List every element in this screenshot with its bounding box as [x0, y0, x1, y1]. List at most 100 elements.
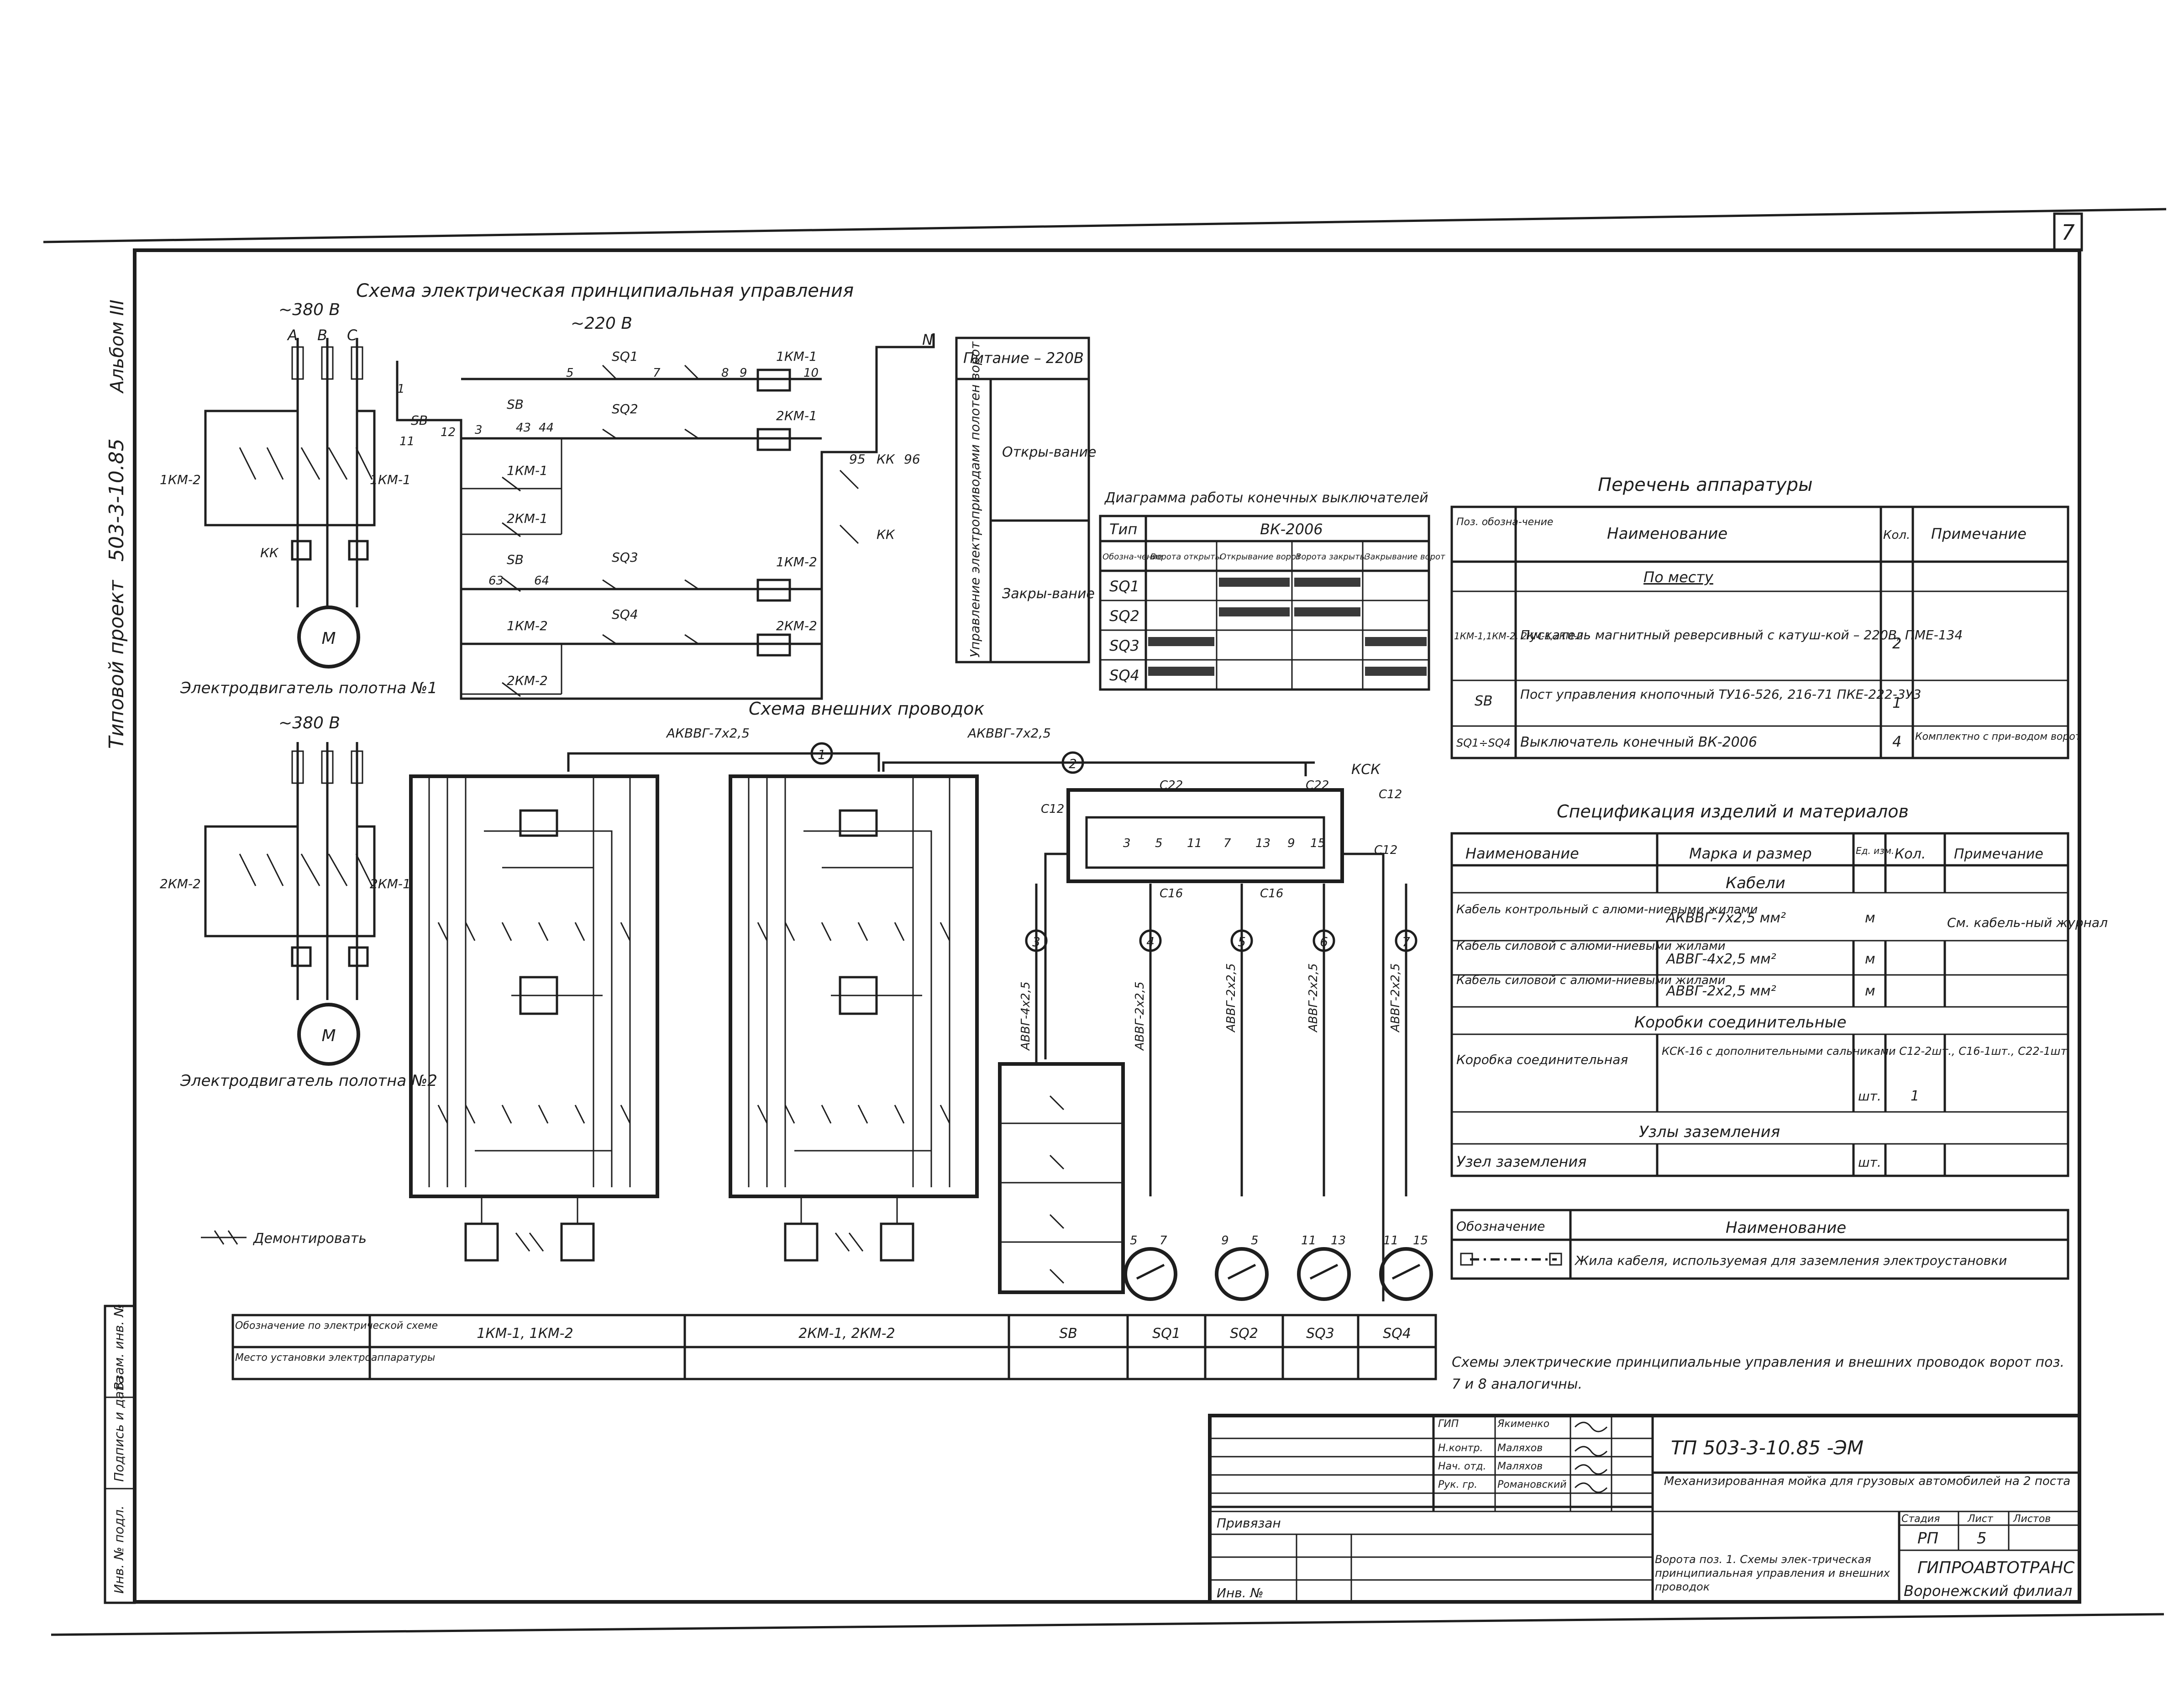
node-3: 3 [475, 423, 483, 437]
switch-row-sq4: SQ4 [1109, 667, 1139, 684]
thermal-relay-4-icon [348, 946, 369, 967]
spec-title: Спецификация изделий и материалов [1557, 801, 1909, 821]
switch-state-opening: Открывание ворот [1220, 552, 1301, 562]
box-terminal-5: 5 [1155, 837, 1163, 850]
element-kk-1: КК [877, 452, 895, 467]
install-col-sq2: SQ2 [1230, 1326, 1258, 1342]
cable-circle-7: 7 [1402, 934, 1410, 949]
node-1: 1 [397, 382, 405, 396]
spec-cable1-name: Кабель контрольный с алюми-ниевыми жилам… [1456, 903, 1758, 916]
side-project-label: Типовой проект [105, 579, 128, 749]
signer-role-3: Нач. отд. [1438, 1461, 1486, 1472]
strip-sign-label: Подпись и дата [111, 1376, 126, 1482]
element-sb-stop: SB [411, 413, 428, 428]
specification: Спецификация изделий и материалов Наимен… [1450, 801, 2108, 1177]
element-1km1-aux: 1КМ-1 [507, 463, 548, 478]
cable-circle-4-icon [1139, 929, 1162, 952]
switch-diagram: Диаграмма работы конечных выключателей Т… [1099, 490, 1445, 691]
cable-circle-1-icon [810, 742, 833, 765]
object-name: Механизированная мойка для грузовых авто… [1664, 1474, 2071, 1488]
spec-cable2-unit: м [1865, 951, 1875, 967]
contactor-2km1-label: 2КМ-1 [370, 876, 411, 891]
cable-circle-4: 4 [1146, 934, 1155, 949]
gland-c16-2: С16 [1260, 887, 1283, 900]
switch-bar-1-2 [1219, 578, 1290, 587]
equipment-row2-pos: SB [1475, 693, 1493, 709]
thermal-relay-label: КК [260, 545, 279, 560]
node-64: 64 [534, 574, 549, 588]
equipment-header-qty: Кол. [1883, 528, 1910, 542]
element-2km2-aux: 2КМ-2 [507, 673, 548, 688]
motor2-power-circuit: ~380 В 2КМ-2 2КМ-1 М Электродвигатель по… [160, 714, 437, 1090]
branch-name: Воронежский филиал [1904, 1582, 2072, 1600]
side-project-code: 503-3-10.85 [105, 438, 128, 562]
sheet-title-box: Ворота поз. 1. Схемы элек-трическая прин… [1655, 1553, 1890, 1593]
thermal-relay-1-icon [291, 540, 312, 561]
control-ladder: N 1 3 5 7 8 9 10 11 12 43 44 63 64 [396, 331, 935, 700]
legend-power: Питание – 220В [963, 349, 1084, 367]
cable-label-3: АВВГ-4х2,5 [1019, 981, 1033, 1051]
switch-bar-3-1 [1148, 637, 1214, 646]
strip-replace-label: Взам. инв. № [111, 1304, 126, 1390]
coil-2km1-icon [756, 428, 791, 451]
equipment-title: Перечень аппаратуры [1598, 474, 1813, 495]
cable-circle-1: 1 [818, 747, 826, 762]
spec-section-boxes: Коробки соединительные [1634, 1013, 1847, 1032]
org-name: ГИПРОАВТОТРАНС [1917, 1558, 2075, 1577]
stage-header: Стадия [1901, 1513, 1940, 1525]
motor2-symbol: М [321, 1027, 336, 1045]
signer-role-4: Рук. гр. [1438, 1479, 1477, 1490]
phase-a-label: А [287, 326, 298, 344]
object-box: Механизированная мойка для грузовых авто… [1664, 1474, 2071, 1488]
node-11: 11 [399, 435, 415, 448]
switch-type-header: Тип [1109, 521, 1137, 538]
node-5: 5 [566, 366, 574, 380]
legend-vertical-label: Управление электроприводами полотен воро… [967, 341, 982, 658]
gland-c22-2: С22 [1306, 779, 1329, 792]
sq3-terminal-a: 11 [1301, 1234, 1316, 1248]
coil-1km2-icon [756, 579, 791, 602]
supply2-380-label: ~380 В [278, 714, 340, 732]
cable-label-6: АВВГ-2х2,5 [1307, 963, 1320, 1033]
element-2km1: 2КМ-1 [776, 408, 817, 423]
switch-bar-4-4 [1365, 667, 1427, 676]
node-12: 12 [441, 426, 456, 439]
spec-cable1-mark: АКВВГ-7х2,5 мм² [1665, 910, 1786, 926]
element-sq4: SQ4 [612, 607, 638, 622]
switch-state-bars [1148, 578, 1427, 676]
thermal-relay-2-icon [348, 540, 369, 561]
cable-circle-5: 5 [1238, 934, 1246, 949]
element-2km2: 2КМ-2 [776, 618, 817, 633]
switch-state-closing: Закрывание ворот [1365, 552, 1445, 562]
wiring-title: Схема внешних проводок [749, 699, 984, 719]
cable-circle-2-icon [1061, 751, 1084, 774]
spec-cable3-mark: АВВГ-2х2,5 мм² [1665, 983, 1776, 999]
cable-circle-6: 6 [1320, 934, 1328, 949]
control-legend: Питание – 220В Управление электропривода… [955, 337, 1096, 663]
sq1-terminal-a: 5 [1130, 1234, 1138, 1248]
equipment-row1-qty: 2 [1892, 635, 1901, 652]
sq1-terminal-b: 7 [1160, 1234, 1167, 1248]
signer-name-3: Маляхов [1497, 1461, 1543, 1472]
gland-c12-2: С12 [1041, 802, 1064, 816]
sq2-terminal-a: 9 [1221, 1234, 1229, 1248]
signer-name-2: Маляхов [1497, 1443, 1543, 1454]
cable-label-4: АВВГ-2х2,5 [1133, 981, 1147, 1051]
spec-cable1-unit: м [1865, 910, 1875, 926]
box-terminal-15: 15 [1310, 837, 1325, 850]
limit-switch-sq3-icon [1297, 1247, 1351, 1301]
supply-380-label: ~380 В [278, 300, 340, 319]
install-col-sq3: SQ3 [1306, 1326, 1334, 1342]
starter-panel-1 [409, 774, 659, 1262]
install-table: Обозначение по электрической схеме Место… [231, 1314, 1437, 1380]
sq2-terminal-b: 5 [1251, 1234, 1259, 1248]
spec-section-ground: Узлы заземления [1639, 1123, 1780, 1141]
cable-circle-5-icon [1230, 929, 1253, 952]
strip-inv-label: Инв. № подл. [111, 1506, 126, 1594]
sq4-terminal-a: 11 [1383, 1234, 1398, 1248]
attach-label: Привязан [1217, 1516, 1281, 1531]
legend-name-header: Наименование [1726, 1219, 1846, 1237]
element-1km2: 1КМ-2 [776, 554, 817, 569]
note-text: Схемы электрические принципиальные управ… [1452, 1354, 2065, 1392]
